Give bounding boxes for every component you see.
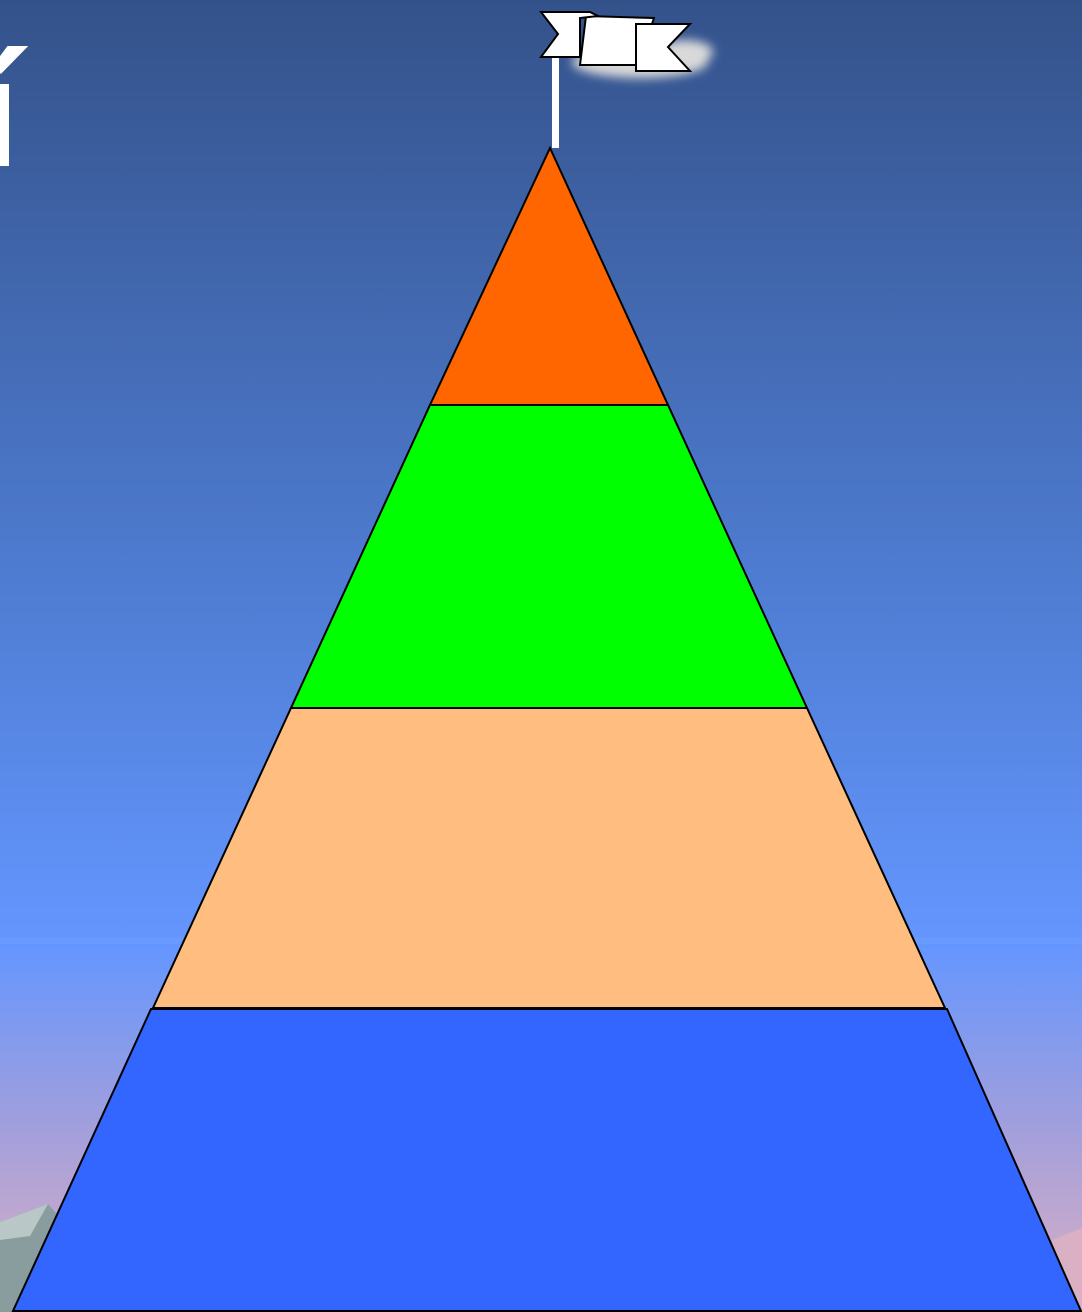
flag-pole <box>552 52 559 148</box>
pyramid-level-base <box>13 1009 1081 1311</box>
pyramid-level-lower-middle <box>153 708 945 1008</box>
partial-title-text: í <box>0 40 22 190</box>
